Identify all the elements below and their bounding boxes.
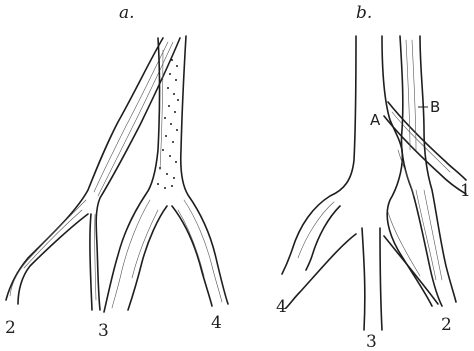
panel-b-branch-4-label: 4 [276,297,287,317]
panel-b-region-A-label: A [370,111,381,129]
panel-b-main-trunk [282,36,438,330]
panel-b-branch-3-label: 3 [366,332,377,351]
panel-b-branch-1-label: 1 [460,181,471,201]
panel-a-branch-3-label: 3 [98,321,109,341]
panel-b-region-B-label: B [430,98,440,116]
panel-b-label: b. [356,3,372,23]
panel-a: a. [5,3,228,341]
panel-a-branch-4-label: 4 [211,313,222,333]
panel-b: b. A B [276,3,471,351]
panel-a-right-vessel [104,36,228,312]
panel-a-branch-2-label: 2 [5,318,16,338]
panel-a-label: a. [119,3,135,23]
panel-b-branch-2-label: 2 [441,315,452,335]
